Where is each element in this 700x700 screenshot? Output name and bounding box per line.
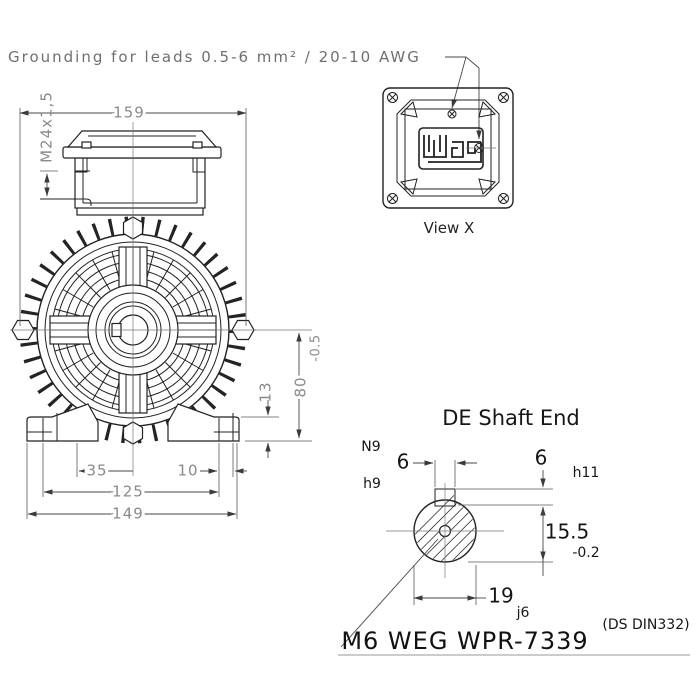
dim-label-h9: h9 <box>363 476 381 492</box>
dim-label-159: 159 <box>113 104 145 122</box>
dim-label-35: 35 <box>86 462 107 480</box>
dim-label-13: 13 <box>257 381 275 402</box>
view-x-caption: View X <box>424 219 475 237</box>
dim-label-15-5-tol: -0.2 <box>572 545 599 561</box>
screw-icon <box>387 92 398 103</box>
left-foot <box>26 403 99 442</box>
dim-label-m24: M24x1,5 <box>38 91 56 163</box>
motor-front-view: 159 M24x1,5 80 -0.5 13 <box>10 91 324 526</box>
dim-overall-width: 159 <box>19 101 247 326</box>
cover-outline <box>382 87 514 209</box>
mounting-feet <box>26 403 240 442</box>
grounding-screw-icon <box>466 143 496 153</box>
terminal-box-lid-flange <box>62 146 222 159</box>
dim-label-80-tol: -0.5 <box>309 334 324 361</box>
cover-bevel-frame <box>396 99 500 197</box>
screw-icon <box>498 193 509 204</box>
dim-label-149: 149 <box>112 505 144 523</box>
terminal-box-lid <box>66 130 218 148</box>
cover-screws <box>387 92 509 204</box>
terminal-box-body <box>74 157 206 209</box>
screw-icon <box>498 92 509 103</box>
dim-label-19: 19 <box>488 584 513 608</box>
cover-inner-panel <box>404 108 492 190</box>
center-lines <box>10 122 256 476</box>
tapped-hole-note-text: M6 WEG WPR-7339 <box>341 627 588 655</box>
dim-label-h11: h11 <box>573 465 600 481</box>
view-x: View X <box>382 87 514 237</box>
dim-feet: 35 10 125 149 <box>26 443 247 526</box>
dim-label-j6: j6 <box>516 605 530 621</box>
de-shaft-end-view: DE Shaft End 6 N9 h9 <box>338 406 690 656</box>
grounding-leader-lines <box>445 56 482 140</box>
dim-cable-gland: M24x1,5 <box>38 91 58 197</box>
dim-label-n9: N9 <box>361 439 380 455</box>
shaft-section <box>386 483 504 578</box>
dim-keyway-width: 6 N9 h9 <box>361 439 477 492</box>
terminal-box <box>40 130 222 216</box>
grounding-screw-icon <box>447 109 457 119</box>
dim-shaft-diameter: 19 j6 <box>413 565 530 621</box>
dim-label-10: 10 <box>177 462 198 480</box>
dim-label-key-width: 6 <box>397 450 410 474</box>
dim-label-15-5: 15.5 <box>545 520 590 544</box>
standard-note-text: (DS DIN332) <box>602 617 689 633</box>
tapped-hole-annotation: M6 WEG WPR-7339 (DS DIN332) <box>338 538 690 656</box>
dim-label-key-height: 6 <box>535 446 548 470</box>
dim-label-80: 80 <box>292 376 310 397</box>
screw-icon <box>387 193 398 204</box>
dim-label-125: 125 <box>112 483 144 501</box>
grounding-note-text: Grounding for leads 0.5-6 mm² / 20-10 AW… <box>8 48 421 66</box>
cable-entry-hole <box>40 170 92 206</box>
weg-logo-icon <box>418 127 484 170</box>
cover-corner-gussets <box>399 101 497 195</box>
grounding-annotation: Grounding for leads 0.5-6 mm² / 20-10 AW… <box>8 48 482 140</box>
shaft-end-title: DE Shaft End <box>442 406 579 430</box>
dim-key-height: 6 h11 15.5 -0.2 <box>456 446 600 576</box>
dim-shaft-height: 80 -0.5 13 <box>241 329 324 458</box>
right-foot <box>167 403 240 442</box>
